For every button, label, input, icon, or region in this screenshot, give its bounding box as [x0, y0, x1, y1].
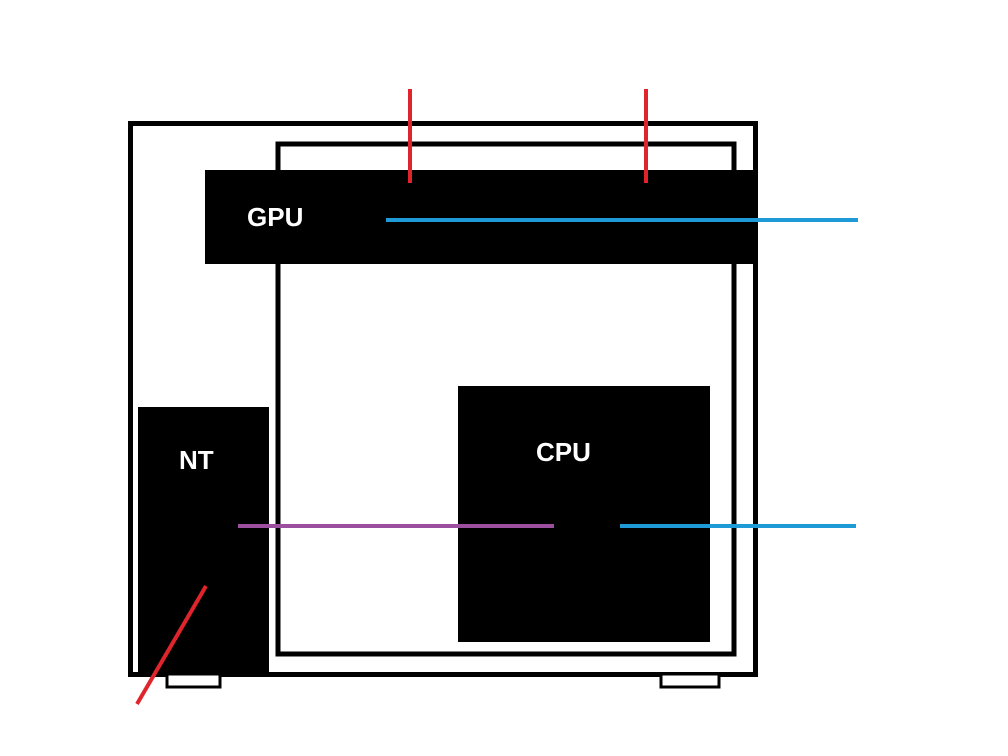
red-line-diagonal — [135, 584, 208, 706]
gpu-block — [205, 170, 756, 264]
psu-label: NT — [179, 445, 214, 475]
gpu-label: GPU — [247, 202, 303, 232]
cpu-label: CPU — [536, 437, 591, 467]
inner-tray — [275, 141, 737, 657]
outer-case — [128, 121, 758, 677]
case-foot-left — [165, 672, 222, 689]
cpu-block — [458, 386, 710, 642]
psu-block — [138, 407, 269, 675]
case-foot-right — [659, 672, 721, 689]
